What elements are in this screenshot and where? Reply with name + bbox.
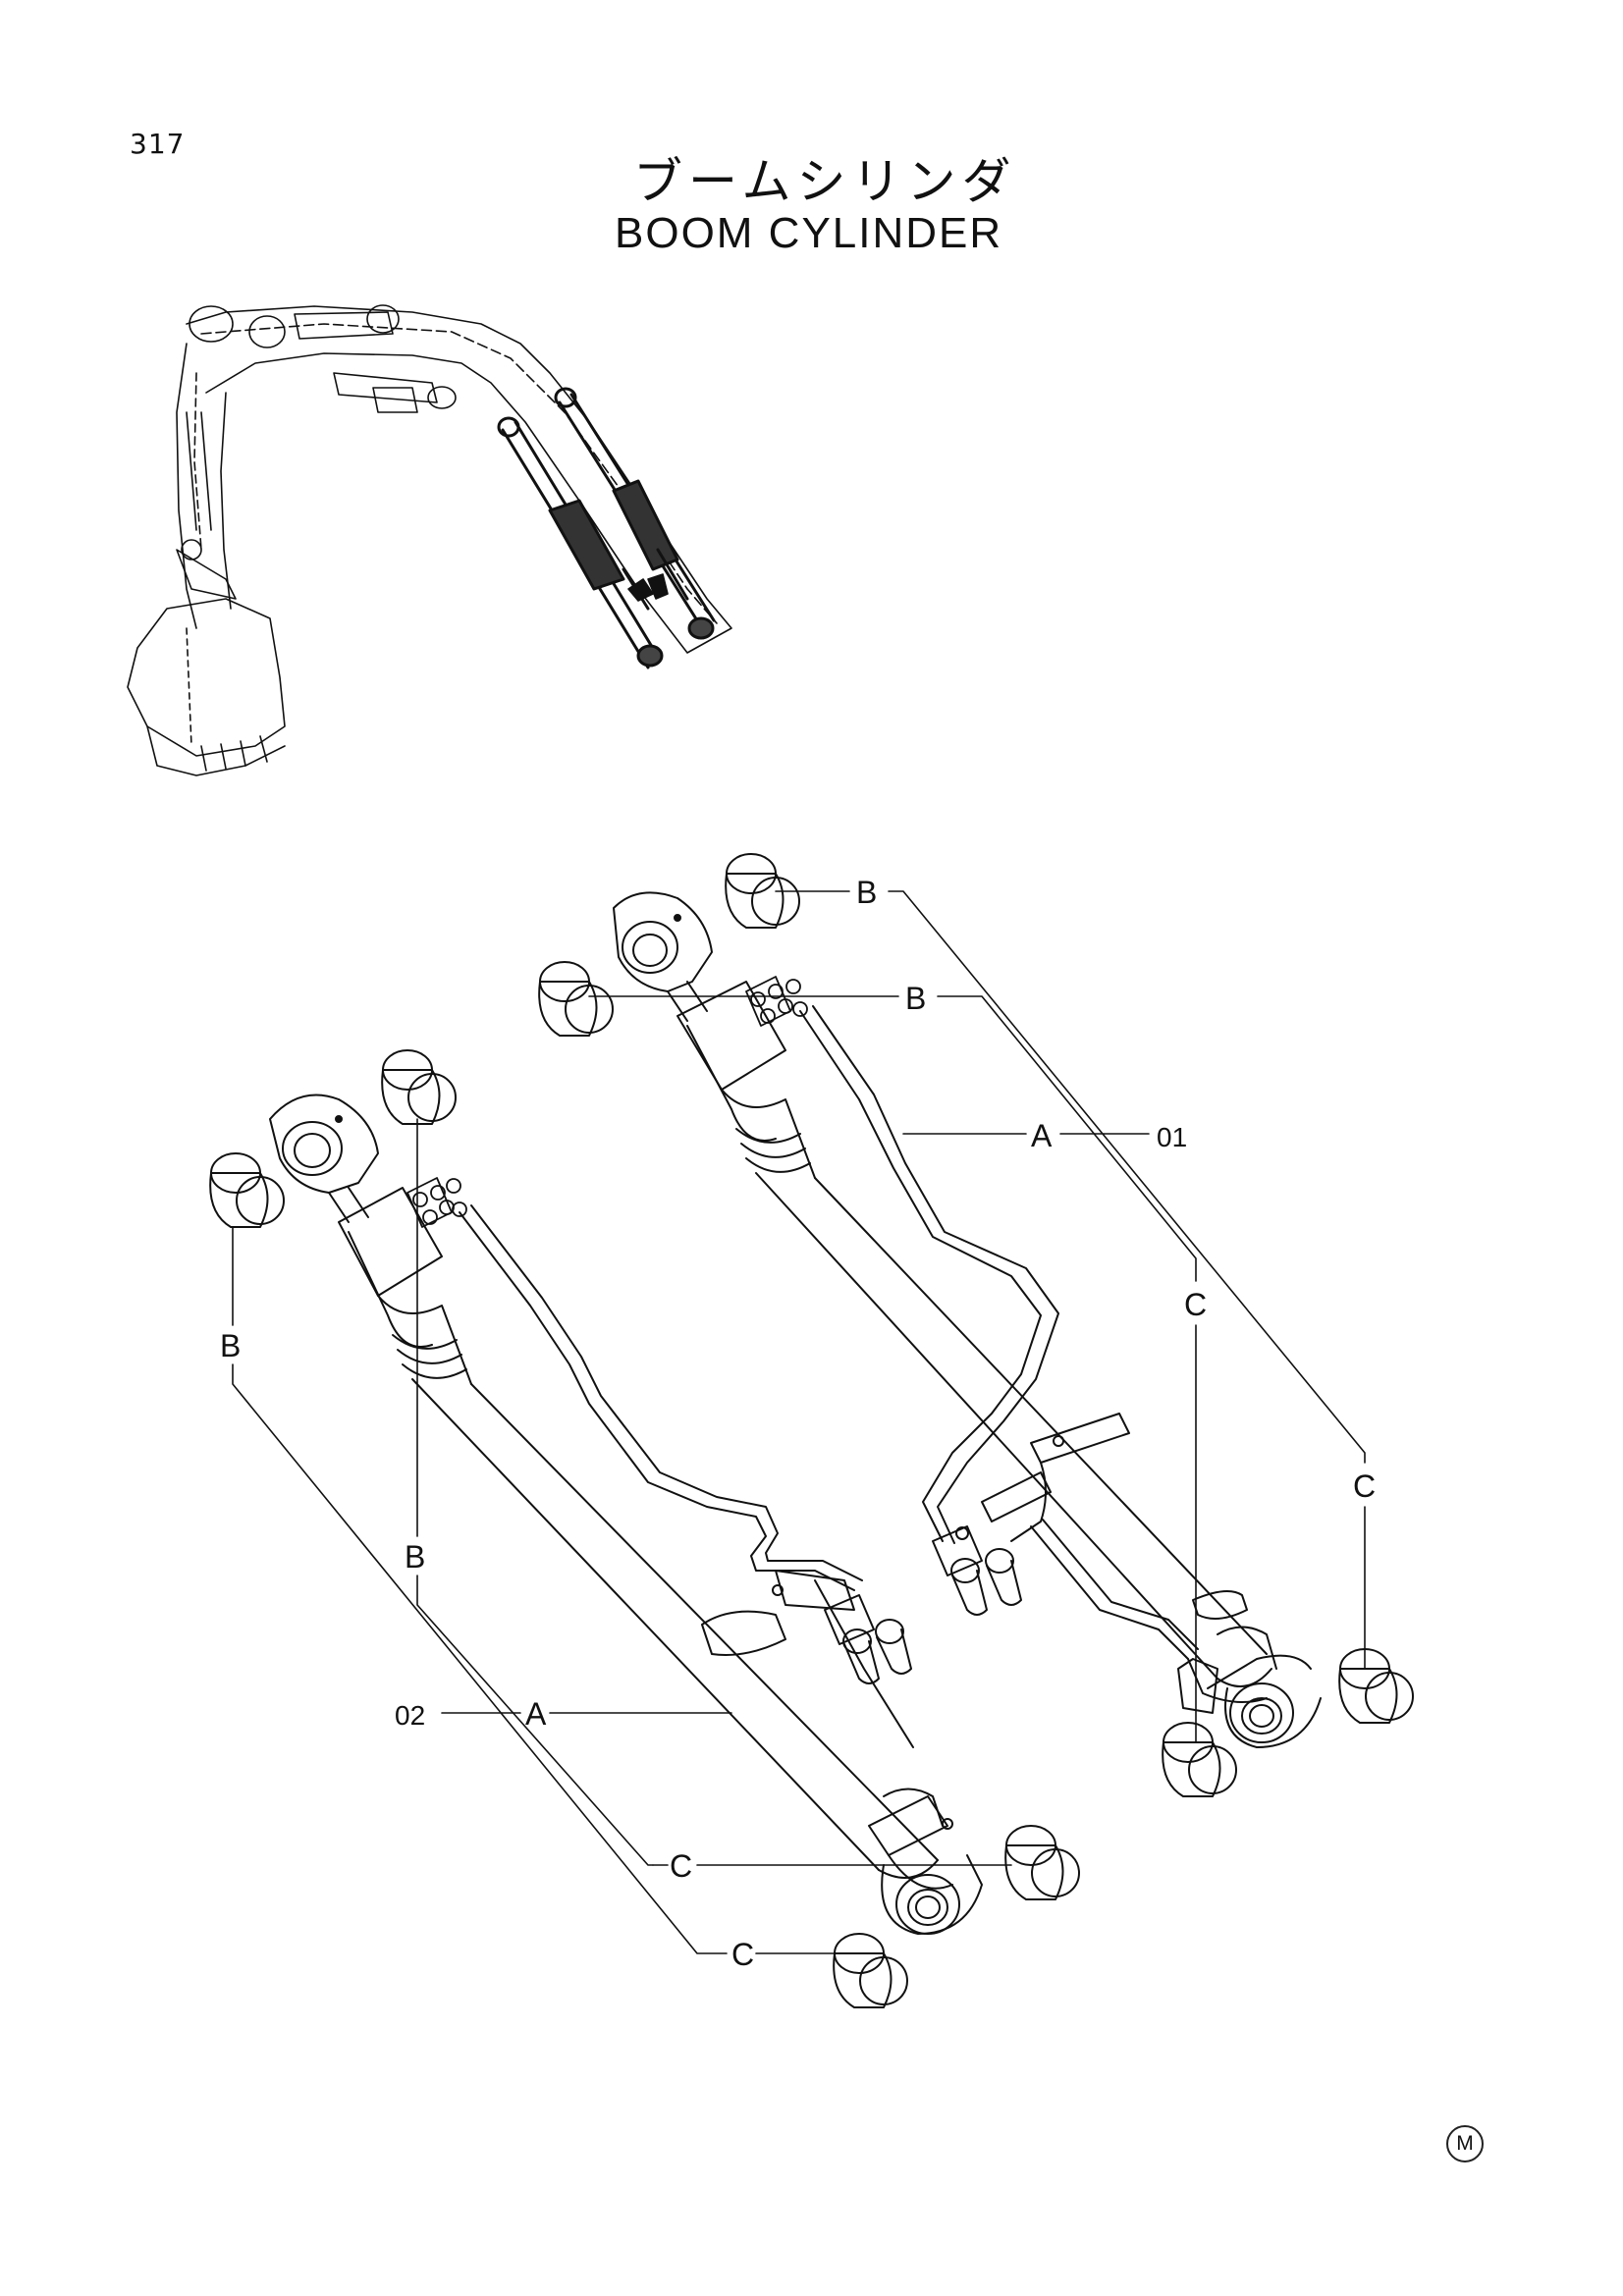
title-english: BOOM CYLINDER (615, 209, 1003, 257)
label-a-02: A (525, 1696, 547, 1732)
title-japanese: ブームシリンダ (633, 153, 1017, 210)
label-c-right-far: C (1353, 1468, 1376, 1504)
label-b-left-upper: B (405, 1539, 425, 1575)
label-c-right-upper: C (1184, 1287, 1207, 1322)
bushing-c-bottom (833, 1933, 908, 2008)
bushing-b-left-upper (381, 1049, 457, 1125)
bushing-c-middle (1004, 1825, 1080, 1900)
label-c-middle: C (670, 1848, 692, 1884)
bushing-c-right-far (1338, 1648, 1414, 1724)
boom-cylinder-02 (269, 1094, 983, 1935)
boom-cylinder-01 (613, 891, 1322, 1748)
bushings (209, 853, 1414, 2008)
bushing-c-right-near (1162, 1722, 1237, 1797)
logo-mark: M (1446, 2125, 1484, 2163)
label-part-01: 01 (1157, 1122, 1187, 1152)
reference-labels: B B A 01 C C B B 02 A C C (220, 875, 1376, 1972)
bushing-b-left (209, 1152, 285, 1228)
label-a-01: A (1031, 1118, 1053, 1153)
label-c-bottom: C (731, 1937, 754, 1972)
label-b-left: B (220, 1328, 241, 1363)
bushing-b-top-mid (538, 961, 614, 1037)
bushing-b-top-right (725, 853, 800, 929)
label-b-top-mid: B (905, 981, 926, 1016)
label-b-top-right: B (856, 875, 877, 910)
leader-lines (232, 890, 1366, 1954)
excavator-overview-illustration (127, 304, 732, 776)
page-number: 317 (130, 128, 186, 160)
label-part-02: 02 (395, 1700, 425, 1731)
